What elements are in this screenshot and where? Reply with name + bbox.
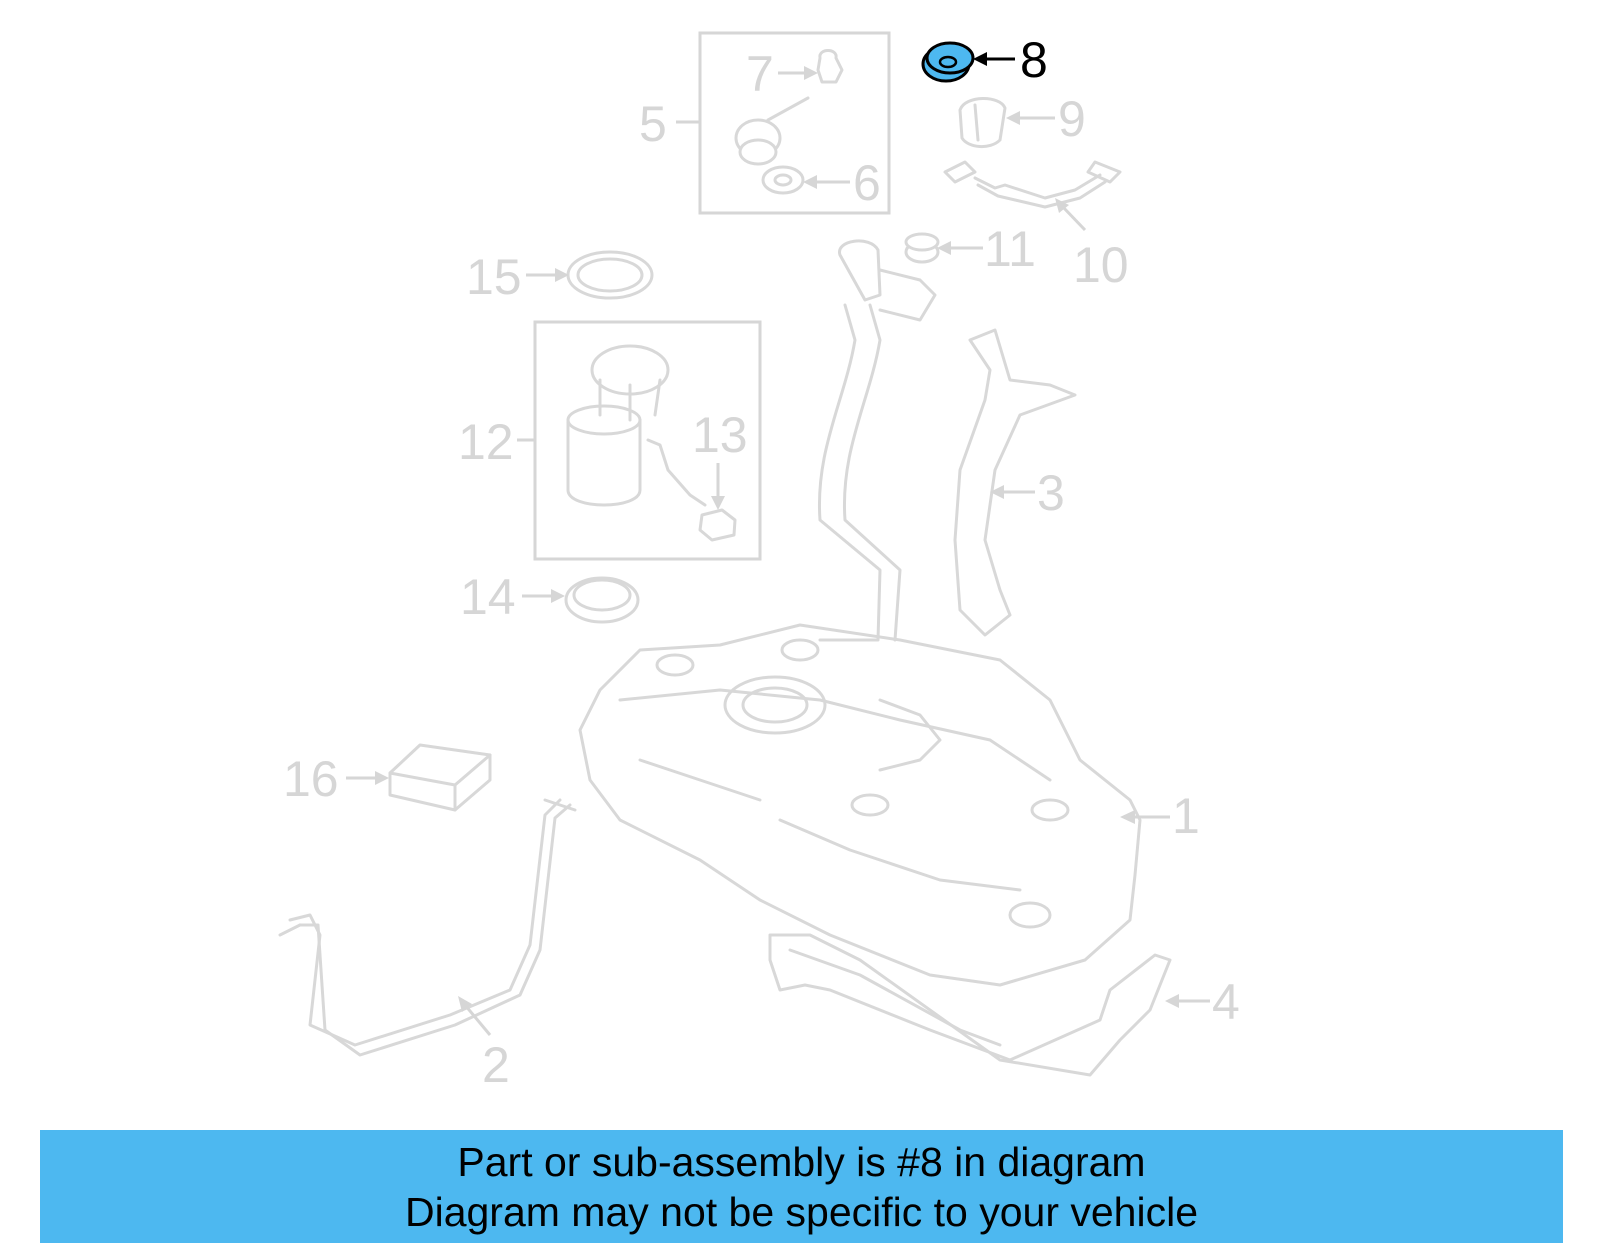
svg-text:8: 8 [1020, 32, 1048, 88]
callout-11: 11 [937, 221, 1036, 277]
part-9-clip [958, 97, 1007, 148]
svg-text:2: 2 [482, 1037, 510, 1093]
callout-10: 10 [1055, 198, 1129, 293]
callout-5: 5 [639, 96, 700, 152]
part-15-lock-ring [566, 250, 654, 300]
svg-text:1: 1 [1172, 788, 1200, 844]
part-12-fuel-pump-drawing [566, 344, 670, 507]
callout-3: 3 [990, 465, 1065, 521]
part-4-lower-shield [768, 933, 1172, 1077]
part-16-module [388, 743, 492, 812]
parts-diagram: 1 2 3 4 5 6 7 8 9 10 [278, 31, 1240, 1093]
svg-text:4: 4 [1212, 974, 1240, 1030]
info-banner: Part or sub-assembly is #8 in diagram Di… [40, 1130, 1563, 1243]
banner-disclaimer: Diagram may not be specific to your vehi… [404, 1189, 1198, 1235]
callout-6: 6 [803, 155, 881, 211]
svg-text:15: 15 [466, 249, 522, 305]
part-3-shield [953, 328, 1077, 637]
part-2-strap [278, 798, 577, 1057]
callout-9: 9 [1006, 91, 1086, 147]
callout-12: 12 [458, 414, 535, 470]
svg-text:14: 14 [460, 569, 516, 625]
svg-text:6: 6 [853, 155, 881, 211]
callout-1: 1 [1120, 788, 1200, 844]
part-6-washer [761, 165, 805, 195]
part-14-seal [564, 576, 640, 624]
callout-16: 16 [283, 751, 389, 807]
banner-part-note: Part or sub-assembly is #8 in diagram [457, 1139, 1146, 1185]
part-8-grommet[interactable] [921, 41, 975, 83]
part-10-harness [943, 160, 1122, 209]
svg-text:7: 7 [746, 46, 774, 102]
svg-text:12: 12 [458, 414, 514, 470]
svg-text:11: 11 [984, 221, 1036, 277]
callout-2: 2 [458, 996, 510, 1093]
callout-14: 14 [460, 569, 565, 625]
part-1-fuel-tank [578, 623, 1142, 987]
svg-text:9: 9 [1058, 91, 1086, 147]
callout-4: 4 [1165, 974, 1240, 1030]
svg-text:16: 16 [283, 751, 339, 807]
callout-7: 7 [746, 46, 818, 102]
svg-text:3: 3 [1037, 465, 1065, 521]
part-13-sender-drawing [646, 438, 737, 542]
svg-text:5: 5 [639, 96, 667, 152]
svg-text:13: 13 [692, 407, 748, 463]
svg-text:10: 10 [1073, 237, 1129, 293]
callout-13: 13 [692, 407, 748, 510]
callout-8[interactable]: 8 [973, 32, 1048, 88]
callout-15: 15 [466, 249, 569, 305]
part-5-cap-drawing [734, 49, 844, 166]
filler-neck-drawing [817, 239, 937, 642]
part-11-cap [904, 232, 940, 264]
